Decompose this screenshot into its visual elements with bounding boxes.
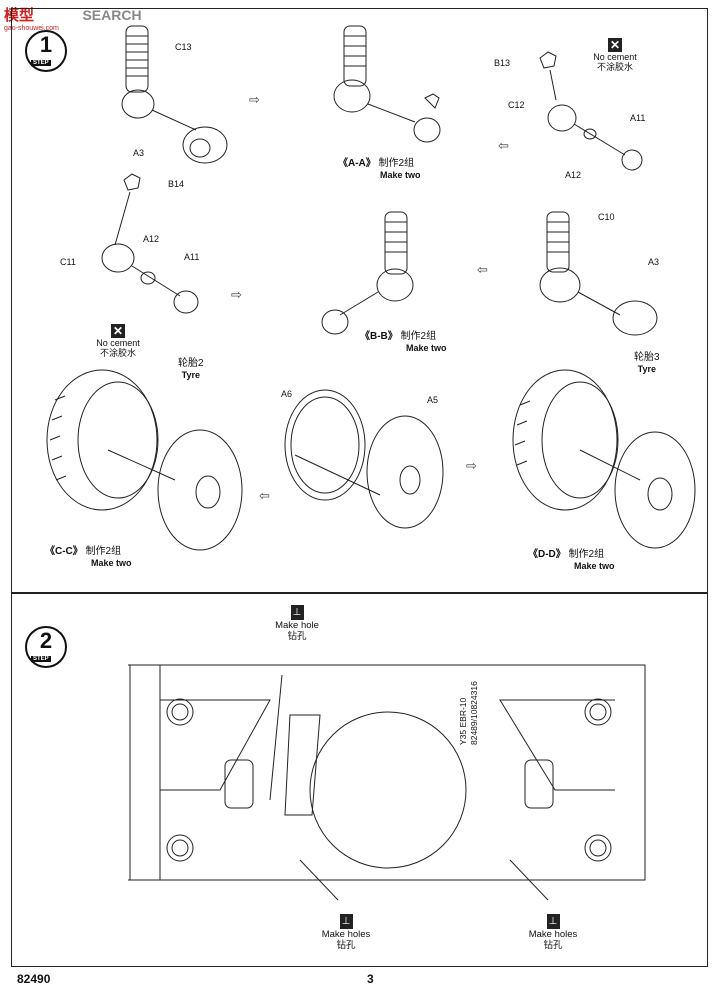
make-holes-right-callout: ⊥ Make holes 钻孔 — [515, 914, 591, 952]
drill-icon: ⊥ — [546, 914, 560, 929]
no-cement-cn: 不涂胶水 — [596, 62, 633, 73]
assembly-aa — [333, 25, 441, 143]
tyre3-en: Tyre — [637, 363, 656, 374]
make-hole-callout: ⊥ Make hole 钻孔 — [262, 605, 332, 643]
no-cement-en: No cement — [593, 52, 637, 62]
no-cement-note-1: ✕ No cement 不涂胶水 — [585, 38, 645, 73]
label-c10: C10 — [598, 212, 615, 222]
caption-dd-cn: 制作2组 — [568, 549, 605, 560]
watermark-brand: SEARCH — [82, 7, 142, 23]
no-cement-note-2: ✕ No cement 不涂胶水 — [88, 324, 148, 359]
step2-badge: 2 STEP — [25, 626, 67, 668]
step1-tag: STEP — [31, 60, 51, 66]
label-a11-top: A11 — [630, 113, 646, 123]
make-hole-cn: 钻孔 — [287, 631, 307, 643]
no-cement-cn: 不涂胶水 — [99, 348, 136, 359]
hull-text-line1: Y35 EBR-10 — [458, 697, 468, 745]
suspension-arm-c13 — [121, 25, 197, 131]
arrow-right-icon: ⇨ — [249, 92, 260, 107]
label-a3-top: A3 — [133, 148, 145, 158]
caption-cc: 《C-C》 制作2组 Make two — [45, 546, 132, 568]
no-cement-en: No cement — [96, 338, 140, 348]
caption-dd-code: 《D-D》 — [528, 549, 566, 560]
tyre3-cn: 轮胎3 — [634, 352, 660, 363]
assembly-bb — [321, 211, 414, 335]
caption-bb-code: 《B-B》 — [360, 331, 398, 342]
parts-b14-c11 — [101, 173, 199, 314]
caption-aa-en: Make two — [380, 169, 421, 180]
make-hole-en: Make hole — [275, 620, 319, 631]
make-holes-right-en: Make holes — [528, 929, 578, 940]
drill-icon: ⊥ — [290, 605, 304, 620]
caption-aa-cn: 制作2组 — [378, 158, 415, 169]
label-c11: C11 — [60, 257, 76, 267]
tyre2-en: Tyre — [181, 369, 200, 380]
wheel-dd — [614, 431, 696, 549]
label-a6: A6 — [281, 389, 293, 399]
watermark-site: gao-shouwei.com — [4, 25, 59, 32]
make-holes-left-callout: ⊥ Make holes 钻孔 — [308, 914, 384, 952]
hull-text-line2: 82489/10824316 — [469, 681, 480, 745]
caption-bb: 《B-B》 制作2组 Make two — [360, 331, 447, 353]
step2-panel — [11, 593, 708, 967]
label-c13: C13 — [175, 42, 192, 52]
no-cement-icon: ✕ — [608, 38, 622, 52]
arrow-right-icon: ⇨ — [231, 287, 242, 302]
assembly-c10 — [539, 211, 658, 336]
tyre2-label: 轮胎2 Tyre — [178, 358, 204, 380]
arrow-left-icon: ⇦ — [498, 138, 509, 153]
make-holes-left-cn: 钻孔 — [336, 940, 356, 952]
parts-b13-c12-a11 — [539, 51, 643, 171]
caption-aa-code: 《A-A》 — [338, 158, 376, 169]
no-cement-icon: ✕ — [111, 324, 125, 338]
label-a11-mid: A11 — [184, 252, 200, 262]
label-b13: B13 — [494, 58, 511, 68]
label-a12-mid: A12 — [143, 234, 160, 244]
step2-tag: STEP — [31, 656, 51, 662]
label-c12: C12 — [508, 100, 525, 110]
make-holes-left-en: Make holes — [321, 929, 371, 940]
label-a3-mid: A3 — [648, 257, 660, 267]
drill-icon: ⊥ — [339, 914, 353, 929]
arrow-right-icon: ⇨ — [466, 458, 477, 473]
caption-aa: 《A-A》 制作2组 Make two — [338, 158, 421, 180]
wheel-cc — [157, 429, 243, 551]
product-code: 82490 — [17, 972, 51, 986]
caption-bb-en: Make two — [406, 342, 447, 353]
hub-a3-top — [182, 126, 228, 164]
caption-dd-en: Make two — [574, 560, 615, 571]
tyre3-label: 轮胎3 Tyre — [634, 352, 660, 374]
caption-cc-cn: 制作2组 — [85, 546, 122, 557]
page-number: 3 — [367, 972, 374, 986]
make-holes-right-cn: 钻孔 — [543, 940, 563, 952]
step1-panel — [11, 8, 708, 593]
hull-part-number: Y35 EBR-10 82489/10824316 — [458, 655, 480, 745]
tyre-cc — [46, 369, 176, 511]
caption-dd: 《D-D》 制作2组 Make two — [528, 549, 615, 571]
label-a5: A5 — [427, 395, 439, 405]
label-b14: B14 — [168, 179, 185, 189]
arrow-left-icon: ⇦ — [259, 488, 270, 503]
step2-number: 2 — [39, 628, 53, 653]
caption-cc-en: Make two — [91, 557, 132, 568]
label-a12-top: A12 — [565, 170, 582, 180]
tyre-dd — [512, 369, 641, 511]
rim-a6-a5 — [284, 389, 444, 529]
caption-cc-code: 《C-C》 — [45, 546, 83, 557]
step1-badge: 1 STEP — [25, 30, 67, 72]
caption-bb-cn: 制作2组 — [400, 331, 437, 342]
hull-plan — [128, 664, 646, 901]
tyre2-cn: 轮胎2 — [178, 358, 204, 369]
step1-number: 1 — [39, 32, 53, 57]
arrow-left-icon: ⇦ — [477, 262, 488, 277]
